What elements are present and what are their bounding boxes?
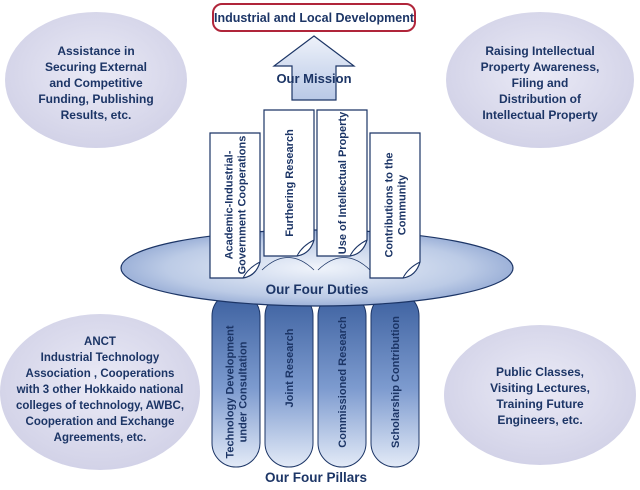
duties-label: Our Four Duties: [266, 282, 369, 297]
goal-text: Industrial and Local Development: [214, 11, 415, 25]
pillars-label: Our Four Pillars: [265, 470, 367, 485]
duty-curl-ip: [349, 239, 368, 257]
duty-research-text: Furthering Research: [284, 129, 296, 237]
ellipse-top-left-text: Assistance in Securing External and Compet…: [38, 44, 153, 122]
goal-box: [212, 3, 416, 32]
ellipse-bottom-left: [0, 314, 200, 470]
text-line: Property Awareness,: [481, 60, 600, 74]
text-line: Association , Cooperations: [26, 368, 175, 380]
text-line: Results, etc.: [61, 108, 132, 122]
text-line: and Competitive: [49, 76, 143, 90]
text-line: Visiting Lectures,: [490, 381, 590, 395]
text-line: Cooperation and Exchange: [26, 416, 175, 428]
duty-curl-community: [402, 261, 421, 279]
text-line: Distribution of: [499, 92, 582, 106]
pillar-technology-development-text: Technology Developmentunder Consultation: [225, 325, 250, 458]
text-line: under Consultation: [238, 341, 250, 442]
text-line: Agreements, etc.: [54, 432, 147, 444]
duty-ip-text: Use of Intellectual Property: [337, 111, 349, 254]
duties-group: [209, 109, 421, 279]
disc-arch-left: [261, 257, 315, 271]
text-line: with 3 other Hokkaido national: [16, 384, 184, 396]
text-line: Filing and: [512, 76, 569, 90]
mission-arrow: [272, 35, 356, 101]
text-line: Raising Intellectual: [485, 44, 594, 58]
text-line: Training Future: [496, 397, 584, 411]
duty-academic-text: Academic-Industrial-Government Cooperati…: [224, 136, 249, 275]
text-line: Contributions to the: [384, 152, 396, 257]
text-line: Intellectual Property: [482, 108, 598, 122]
text-line: Community: [397, 174, 409, 235]
pillar-commissioned-research-text: Commissioned Research: [337, 316, 349, 448]
text-line: Public Classes,: [496, 365, 584, 379]
text-line: ANCT: [84, 336, 116, 348]
ellipse-top-left: [5, 12, 187, 148]
duty-curl-research: [296, 239, 315, 257]
ellipse-bottom-right-text: Public Classes, Visiting Lectures, Trainin…: [490, 365, 590, 427]
text-line: Engineers, etc.: [497, 413, 582, 427]
pillars-group: [211, 291, 420, 468]
mission-label: Our Mission: [276, 71, 351, 86]
disc-arch-right: [317, 257, 371, 271]
duty-community-text: Contributions to theCommunity: [384, 152, 409, 257]
text-line: Academic-Industrial-: [224, 150, 236, 259]
text-line: Joint Research: [284, 328, 296, 407]
pillar-scholarship-contribution-text: Scholarship Contribution: [390, 316, 402, 448]
text-line: Government Cooperations: [237, 136, 249, 275]
pillar-joint-research-text: Joint Research: [284, 328, 296, 407]
text-line: Securing External: [45, 60, 147, 74]
text-line: Funding, Publishing: [38, 92, 153, 106]
text-line: Industrial Technology: [41, 352, 160, 364]
ellipse-top-right: [446, 12, 634, 148]
text-line: Furthering Research: [284, 129, 296, 237]
text-line: colleges of technology, AWBC,: [16, 400, 184, 412]
text-line: Commissioned Research: [337, 316, 349, 448]
ellipse-bottom-right: [444, 325, 636, 465]
duty-curl-academic: [242, 261, 261, 279]
text-line: Technology Development: [225, 325, 237, 458]
text-line: Scholarship Contribution: [390, 316, 402, 448]
text-line: Assistance in: [57, 44, 134, 58]
text-line: Use of Intellectual Property: [337, 111, 349, 254]
